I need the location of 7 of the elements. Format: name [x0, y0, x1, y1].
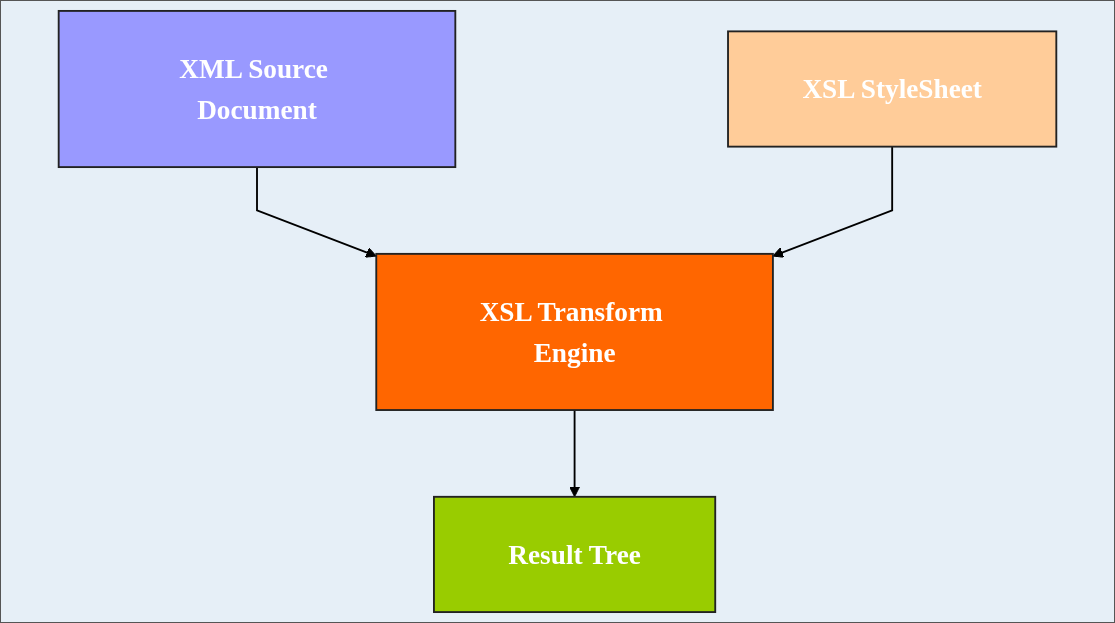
arrow	[569, 409, 581, 498]
node-box: XSL Transform Engine	[375, 252, 774, 411]
node-box: XSL StyleSheet	[727, 30, 1058, 148]
arrow	[256, 166, 377, 258]
arrow	[772, 145, 894, 258]
node-box: Result Tree	[433, 495, 717, 613]
node-box: XML Source Document	[57, 10, 457, 169]
